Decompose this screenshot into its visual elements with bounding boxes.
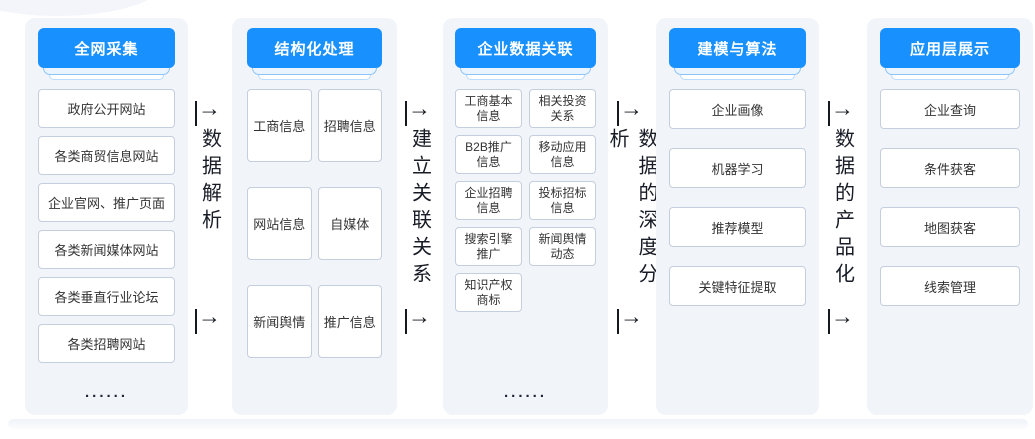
connector-label: 建立关联关系 <box>408 128 431 290</box>
right-arrow-icon: → <box>195 97 225 128</box>
item-grid: 工商信息招聘信息网站信息自媒体新闻舆情推广信息 <box>247 89 382 358</box>
item-box: 地图获客 <box>880 207 1020 247</box>
item-box: 推广信息 <box>317 285 382 358</box>
ellipsis: ...... <box>84 384 128 401</box>
column-title: 建模与算法 <box>669 28 806 68</box>
item-box: 企业招聘信息 <box>455 181 522 220</box>
column-web-collection: 全网采集 政府公开网站各类商贸信息网站企业官网、推广页面各类新闻媒体网站各类垂直… <box>25 18 188 415</box>
connector-label: 数据的深度分析 <box>606 128 657 290</box>
item-box: 关键特征提取 <box>669 266 806 306</box>
column-title: 结构化处理 <box>247 28 382 68</box>
item-box: 投标招标信息 <box>529 181 596 220</box>
item-box: 企业画像 <box>669 89 806 129</box>
item-box: 网站信息 <box>247 187 312 260</box>
header-stack-layer <box>49 75 164 80</box>
column-header: 结构化处理 <box>247 28 382 80</box>
item-box: 各类商贸信息网站 <box>38 136 175 175</box>
connector-data-parsing: → 数据解析 → <box>191 97 229 336</box>
right-arrow-icon: → <box>828 97 858 128</box>
corner-decoration <box>0 0 165 16</box>
item-box: B2B推广信息 <box>455 135 522 174</box>
column-title: 企业数据关联 <box>455 28 596 68</box>
connector-deep-analysis: → 数据的深度分析 → <box>606 97 657 336</box>
column-modeling-algorithms: 建模与算法 企业画像机器学习推荐模型关键特征提取 <box>656 18 819 415</box>
column-header: 建模与算法 <box>669 28 806 80</box>
item-box: 条件获客 <box>880 148 1020 188</box>
item-box: 工商基本信息 <box>455 89 522 128</box>
header-stack-layer <box>43 68 170 75</box>
column-structured-processing: 结构化处理 工商信息招聘信息网站信息自媒体新闻舆情推广信息 <box>232 18 397 415</box>
right-arrow-icon: → <box>617 97 647 128</box>
header-stack-layer <box>680 75 795 80</box>
item-box: 相关投资关系 <box>529 89 596 128</box>
item-box: 自媒体 <box>317 187 382 260</box>
column-title: 全网采集 <box>38 28 175 68</box>
item-list: 企业画像机器学习推荐模型关键特征提取 <box>669 89 806 306</box>
right-arrow-icon: → <box>405 97 435 128</box>
item-box: 企业查询 <box>880 89 1020 129</box>
item-box: 招聘信息 <box>317 89 382 162</box>
item-box: 推荐模型 <box>669 207 806 247</box>
right-arrow-icon: → <box>828 305 858 336</box>
item-box: 搜索引擎推广 <box>455 227 522 266</box>
connector-label: 数据的产品化 <box>831 128 854 290</box>
header-stack-layer <box>674 68 801 75</box>
item-box: 移动应用信息 <box>529 135 596 174</box>
right-arrow-icon: → <box>617 305 647 336</box>
column-title: 应用层展示 <box>880 28 1020 68</box>
item-box: 工商信息 <box>247 89 312 162</box>
header-stack-layer <box>466 75 585 80</box>
item-box: 各类新闻媒体网站 <box>38 230 175 269</box>
item-box: 知识产权商标 <box>455 273 522 312</box>
header-stack-layer <box>885 68 1015 75</box>
ellipsis: ...... <box>503 384 547 401</box>
item-box: 企业官网、推广页面 <box>38 183 175 222</box>
connector-productization: → 数据的产品化 → <box>824 97 862 336</box>
item-box: 新闻舆情动态 <box>529 227 596 266</box>
item-list: 政府公开网站各类商贸信息网站企业官网、推广页面各类新闻媒体网站各类垂直行业论坛各… <box>38 89 175 363</box>
item-box: 各类垂直行业论坛 <box>38 277 175 316</box>
header-stack-layer <box>258 75 371 80</box>
item-box: 线索管理 <box>880 266 1020 306</box>
connector-label: 数据解析 <box>198 128 221 236</box>
column-header: 企业数据关联 <box>455 28 596 80</box>
item-box: 机器学习 <box>669 148 806 188</box>
right-arrow-icon: → <box>195 305 225 336</box>
header-stack-layer <box>460 68 591 75</box>
connector-build-relations: → 建立关联关系 → <box>401 97 439 336</box>
header-stack-layer <box>891 75 1009 80</box>
item-box: 各类招聘网站 <box>38 324 175 363</box>
item-box: 政府公开网站 <box>38 89 175 128</box>
column-application-display: 应用层展示 企业查询条件获客地图获客线索管理 <box>867 18 1033 415</box>
column-header: 全网采集 <box>38 28 175 80</box>
column-header: 应用层展示 <box>880 28 1020 80</box>
right-arrow-icon: → <box>405 305 435 336</box>
bottom-shadow-strip <box>8 419 1028 429</box>
header-stack-layer <box>252 68 377 75</box>
item-list: 企业查询条件获客地图获客线索管理 <box>880 89 1020 306</box>
item-box: 新闻舆情 <box>247 285 312 358</box>
